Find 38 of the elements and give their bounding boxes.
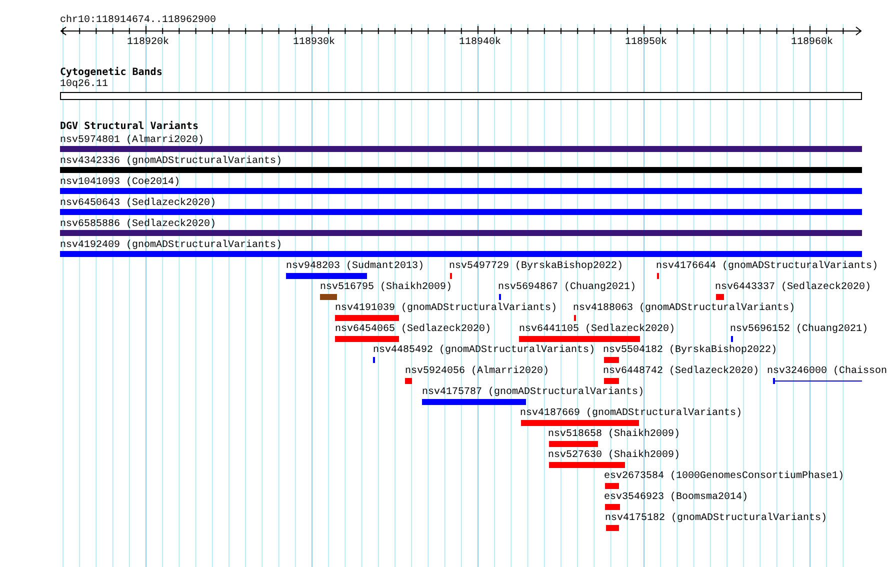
tick-label: 118930k xyxy=(293,37,336,48)
region-coordinates: chr10:118914674..118962900 xyxy=(60,15,216,26)
variant-label: nsv1041093 (Coe2014) xyxy=(60,177,180,188)
variant-label: nsv5924056 (Almarri2020) xyxy=(405,366,550,377)
band-label: 10q26.11 xyxy=(60,79,108,90)
variant-label: nsv516795 (Shaikh2009) xyxy=(320,282,452,293)
variant-label: nsv4187669 (gnomADStructuralVariants) xyxy=(520,408,742,419)
variant-label: nsv6443337 (Sedlazeck2020) xyxy=(715,282,872,293)
variant-label: nsv4176644 (gnomADStructuralVariants) xyxy=(656,261,878,272)
variant-label: nsv4192409 (gnomADStructuralVariants) xyxy=(60,240,282,251)
variant-label: nsv5696152 (Chuang2021) xyxy=(730,324,868,335)
track-title: DGV Structural Variants xyxy=(60,121,198,132)
variant-label: nsv5504182 (ByrskaBishop2022) xyxy=(603,345,778,356)
track-title: Cytogenetic Bands xyxy=(60,67,162,78)
variant-label: nsv4191039 (gnomADStructuralVariants) xyxy=(335,303,558,314)
variant-label: nsv5974801 (Almarri2020) xyxy=(60,135,204,146)
variant-label: esv2673584 (1000GenomesConsortiumPhase1) xyxy=(604,471,844,482)
variant-label: nsv5497729 (ByrskaBishop2022) xyxy=(449,261,624,272)
variant-label: nsv4485492 (gnomADStructuralVariants) xyxy=(373,345,596,356)
variant-label: nsv527630 (Shaikh2009) xyxy=(548,450,680,461)
variant-label: nsv4175182 (gnomADStructuralVariants) xyxy=(605,513,828,524)
variant-label: nsv6454065 (Sedlazeck2020) xyxy=(335,324,492,335)
variant-label: nsv6441105 (Sedlazeck2020) xyxy=(519,324,676,335)
tick-label: 118960k xyxy=(791,37,834,48)
variant-label: nsv3246000 (Chaisson xyxy=(767,366,888,377)
tick-label: 118950k xyxy=(625,37,668,48)
variant-label: esv3546923 (Boomsma2014) xyxy=(604,492,748,503)
variant-label: nsv4175787 (gnomADStructuralVariants) xyxy=(422,387,644,398)
variant-label: nsv6450643 (Sedlazeck2020) xyxy=(60,198,216,209)
tick-label: 118940k xyxy=(459,37,502,48)
variant-label: nsv5694867 (Chuang2021) xyxy=(498,282,636,293)
variant-label: nsv4342336 (gnomADStructuralVariants) xyxy=(60,156,282,167)
tick-label: 118920k xyxy=(127,37,170,48)
variant-label: nsv518658 (Shaikh2009) xyxy=(548,429,680,440)
variant-label: nsv4188063 (gnomADStructuralVariants) xyxy=(573,303,796,314)
variant-label: nsv6585886 (Sedlazeck2020) xyxy=(60,219,216,230)
variant-label: nsv948203 (Sudmant2013) xyxy=(286,261,424,272)
variant-label: nsv6448742 (Sedlazeck2020) xyxy=(603,366,760,377)
